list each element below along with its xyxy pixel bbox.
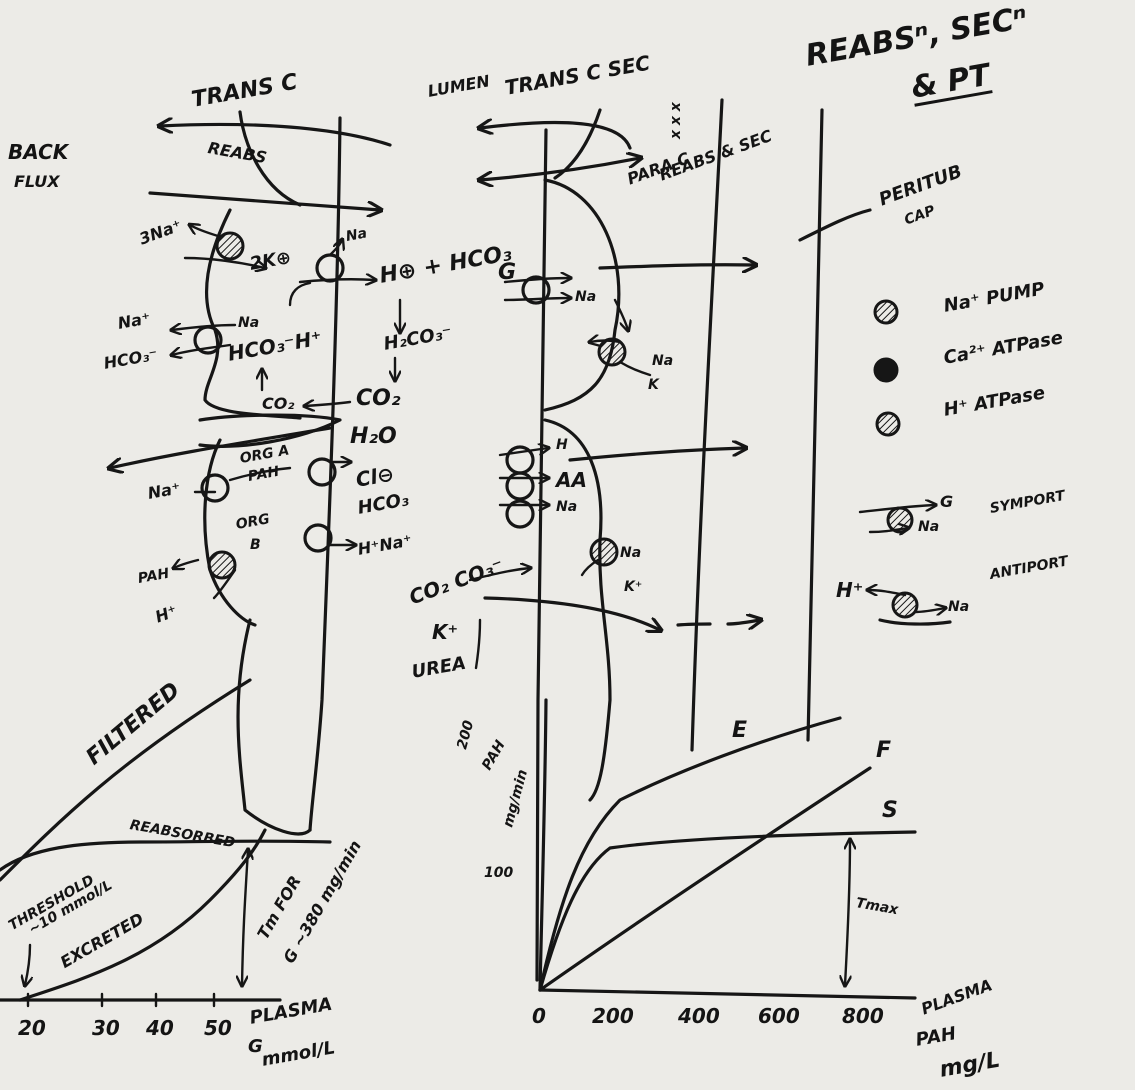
- na-k-pump-4: [589, 537, 619, 567]
- legend-h: H⁺: [836, 578, 864, 602]
- label-cell2-na-4: Na: [620, 545, 642, 561]
- transcellular-sec-arrow: [480, 123, 632, 150]
- label-na-exchanger: Na: [344, 225, 369, 245]
- label-co2-left: CO₂: [262, 394, 295, 413]
- back-flux-arrow: [148, 191, 380, 210]
- right-xtick-label: 400: [678, 1004, 720, 1028]
- na-k-pump-2: [207, 550, 237, 580]
- cell1-arrows: [110, 225, 400, 600]
- right-xtick-label: 800: [842, 1004, 884, 1028]
- cell2-transporters: [468, 265, 760, 670]
- chart-right-axes: [538, 698, 917, 1000]
- tight-junction-1: [198, 413, 342, 448]
- left-xtick-label: 30: [92, 1016, 120, 1040]
- label-left-x-2: G: [248, 1036, 263, 1057]
- tmax-arrow: [845, 840, 850, 985]
- label-xxx: x x x: [668, 102, 684, 139]
- label-curve-f: F: [876, 738, 892, 763]
- chart-left-ticks: [26, 992, 216, 1008]
- label-org-b-2: B: [250, 537, 261, 553]
- label-cell2-h: H: [556, 437, 568, 453]
- transcellular-curve: [238, 110, 302, 207]
- top-arrows: [148, 108, 872, 242]
- capillary-line: [806, 108, 824, 742]
- transporter-org-a: [200, 473, 230, 503]
- left-xtick-label: 50: [204, 1016, 232, 1040]
- paracellular-arrow: [480, 158, 640, 180]
- label-cell2-na-2: Na: [652, 353, 674, 369]
- label-co2: CO₂: [356, 386, 401, 411]
- legend-g: G: [940, 492, 954, 511]
- legend-na-antiport: Na: [948, 599, 970, 615]
- label-curve-s: S: [882, 798, 898, 823]
- label-curve-e: E: [732, 718, 748, 743]
- tm-arrow: [242, 850, 248, 985]
- curve-s-line: [538, 830, 917, 992]
- transcellular-reabs-arrow: [160, 124, 392, 147]
- transporter-aa: [505, 471, 535, 501]
- filtered-line: [0, 678, 252, 882]
- threshold-arrow: [25, 943, 30, 985]
- curve-e-line: [538, 716, 842, 992]
- right-xtick-label: 600: [758, 1004, 800, 1028]
- label-na-small: Na: [238, 315, 260, 331]
- cell2-upper-outline: [543, 178, 621, 412]
- na-k-pump-1: [215, 231, 245, 261]
- na-k-pump-3: [597, 337, 627, 367]
- curve-f-line: [538, 766, 872, 992]
- label-back: BACK: [8, 140, 69, 164]
- cell1-upper-outline: [203, 208, 302, 420]
- transporter-na-g: [521, 275, 551, 305]
- label-k-lumen: K⁺: [432, 620, 459, 644]
- cell1-transporters: [193, 231, 345, 580]
- label-cell2-na-1: Na: [575, 289, 597, 305]
- basolateral-line-2: [690, 98, 724, 752]
- right-xtick-label: 200: [592, 1004, 634, 1028]
- transporter-cl-hco3: [307, 457, 337, 487]
- label-h2o: H₂O: [350, 424, 397, 449]
- label-right-ytick-100: 100: [484, 865, 514, 881]
- left-xtick-label: 40: [146, 1016, 174, 1040]
- peritub-pointer: [798, 208, 872, 242]
- cell1-bottom-outline: [236, 618, 312, 836]
- label-cell2-na-3: Na: [556, 499, 578, 515]
- label-flux: FLUX: [14, 172, 60, 191]
- legend-na-symport: Na: [918, 519, 940, 535]
- label-cell2-k: K: [648, 377, 659, 393]
- right-chart-yaxis: [538, 698, 548, 992]
- transporter-na-3: [505, 499, 535, 529]
- legend-icons: [858, 299, 952, 626]
- transporter-na-h: [315, 253, 345, 283]
- left-xtick-label: 20: [18, 1016, 46, 1040]
- label-g-tag: G: [498, 260, 517, 285]
- transporter-org-b: [303, 523, 333, 553]
- label-cell2-k-plus: K⁺: [624, 579, 643, 595]
- label-cl: Cl⊖: [353, 461, 396, 492]
- chart-left-axes: [0, 678, 332, 1002]
- cell1-lower-outline: [203, 438, 257, 627]
- right-chart-xaxis: [538, 988, 917, 1000]
- label-cell2-aa: AA: [556, 468, 587, 492]
- chart-right-series: [538, 716, 917, 992]
- right-xtick-label: 0: [532, 1004, 546, 1028]
- reabsorbed-curve: [0, 839, 332, 872]
- apical-lumen-line: [535, 128, 548, 982]
